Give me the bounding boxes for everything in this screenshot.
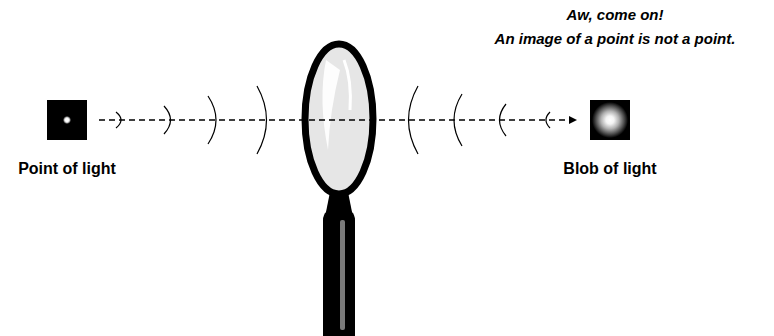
magnifying-glass <box>305 44 373 336</box>
light-label: Point of light <box>18 160 116 178</box>
light-label: Blob of light <box>563 160 656 178</box>
light-square: Blob of light <box>590 100 630 140</box>
comment-note: Aw, come on! <box>460 6 770 23</box>
light-square: Point of light <box>47 100 87 140</box>
light-path-arrow <box>99 119 576 121</box>
comment-note: An image of a point is not a point. <box>460 30 770 47</box>
